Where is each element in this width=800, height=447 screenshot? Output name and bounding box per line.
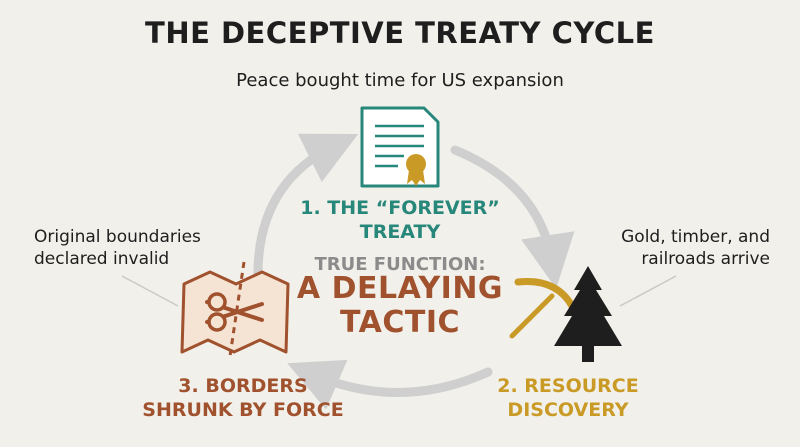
center-function-line1: A DELAYING: [296, 271, 504, 306]
cycle-arrow-treaty-to-resource: [450, 145, 575, 289]
center-function-line2: TACTIC: [339, 305, 460, 340]
page-subtitle: Peace bought time for US expansion: [236, 70, 564, 91]
step-2-label: 2. RESOURCE DISCOVERY: [488, 374, 648, 422]
step-1-label-line2: TREATY: [359, 221, 441, 243]
center-function-text: A DELAYING TACTIC: [270, 272, 530, 340]
treaty-document-icon: [360, 106, 440, 188]
left-annotation-line1: Original boundaries: [34, 227, 201, 247]
cycle-arrow-resource-to-borders: [287, 359, 493, 410]
step-3-label-line1: 3. BORDERS: [178, 375, 308, 397]
right-annotation-line1: Gold, timber, and: [621, 227, 770, 247]
center-function-label: TRUE FUNCTION:: [314, 254, 486, 275]
cycle-arrow-borders-to-treaty: [253, 133, 359, 287]
step-2-label-line1: 2. RESOURCE: [497, 375, 639, 397]
scissors-map-icon: [180, 261, 290, 357]
step-3-label-line2: SHRUNK BY FORCE: [142, 399, 344, 421]
left-annotation-line2: declared invalid: [34, 249, 170, 269]
step-1-label: 1. THE “FOREVER” TREATY: [300, 196, 500, 244]
left-annotation: Original boundaries declared invalid: [34, 226, 234, 270]
pickaxe-tree-icon: [509, 266, 622, 362]
page-title: THE DECEPTIVE TREATY CYCLE: [145, 16, 655, 50]
right-annotation-line2: railroads arrive: [641, 249, 770, 269]
right-annotation: Gold, timber, and railroads arrive: [560, 226, 770, 270]
step-1-label-line1: 1. THE “FOREVER”: [300, 197, 500, 219]
step-2-label-line2: DISCOVERY: [507, 399, 629, 421]
left-annotation-leader: [121, 275, 179, 307]
right-annotation-leader: [619, 275, 677, 307]
step-3-label: 3. BORDERS SHRUNK BY FORCE: [128, 374, 358, 422]
